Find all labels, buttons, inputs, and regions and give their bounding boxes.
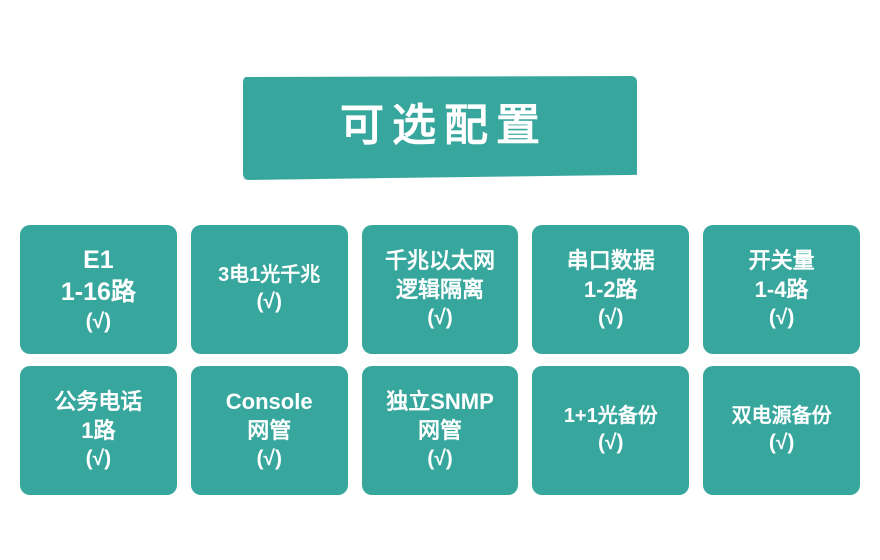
title-banner-shape: 可选配置 <box>243 76 637 180</box>
option-line: 网管 <box>247 417 292 443</box>
option-check: (√) <box>768 431 795 455</box>
option-line: 独立SNMP <box>386 389 494 415</box>
option-card-switch-quantity[interactable]: 开关量 1-4路 (√) <box>703 225 860 354</box>
option-line: 开关量 <box>748 248 815 274</box>
option-line: 千兆以太网 <box>384 248 495 274</box>
option-card-console-management[interactable]: Console 网管 (√) <box>190 366 348 495</box>
option-line: E1 <box>83 245 114 274</box>
option-line: 1-2路 <box>583 276 638 302</box>
option-row-2: 公务电话 1路 (√) Console 网管 (√) 独立SNMP 网管 (√)… <box>20 366 860 495</box>
option-line: 1-4路 <box>754 276 809 302</box>
option-line: 双电源备份 <box>731 404 832 427</box>
option-card-3e1o-gigabit[interactable]: 3电1光千兆 (√) <box>190 225 348 354</box>
option-line: 1-16路 <box>60 277 136 306</box>
option-check: (√) <box>427 446 453 470</box>
option-line: 串口数据 <box>566 248 655 274</box>
option-card-grid: E1 1-16路 (√) 3电1光千兆 (√) 千兆以太网 逻辑隔离 (√) 串… <box>20 225 860 495</box>
option-check: (√) <box>256 446 282 470</box>
option-card-serial-data[interactable]: 串口数据 1-2路 (√) <box>532 225 690 354</box>
option-line: Console <box>225 389 313 415</box>
option-card-service-phone[interactable]: 公务电话 1路 (√) <box>20 366 177 495</box>
option-check: (√) <box>427 305 453 329</box>
option-card-snmp-management[interactable]: 独立SNMP 网管 (√) <box>361 366 519 495</box>
title-banner: 可选配置 <box>243 76 637 180</box>
option-check: (√) <box>85 309 112 333</box>
option-check: (√) <box>85 446 112 470</box>
page-title: 可选配置 <box>340 101 548 150</box>
option-line: 逻辑隔离 <box>395 276 484 302</box>
option-check: (√) <box>256 290 282 314</box>
option-card-gigabit-ethernet-isolation[interactable]: 千兆以太网 逻辑隔离 (√) <box>361 225 519 354</box>
option-card-optical-backup[interactable]: 1+1光备份 (√) <box>532 366 690 495</box>
option-line: 3电1光千兆 <box>218 263 321 286</box>
option-line: 公务电话 <box>54 389 143 415</box>
option-check: (√) <box>598 305 624 329</box>
option-line: 网管 <box>417 417 462 443</box>
option-card-e1[interactable]: E1 1-16路 (√) <box>20 225 177 354</box>
option-line: 1路 <box>81 417 116 443</box>
option-check: (√) <box>598 431 624 455</box>
option-row-1: E1 1-16路 (√) 3电1光千兆 (√) 千兆以太网 逻辑隔离 (√) 串… <box>20 225 860 354</box>
option-check: (√) <box>768 305 795 329</box>
option-line: 1+1光备份 <box>563 404 658 427</box>
option-card-dual-power-backup[interactable]: 双电源备份 (√) <box>703 366 860 495</box>
